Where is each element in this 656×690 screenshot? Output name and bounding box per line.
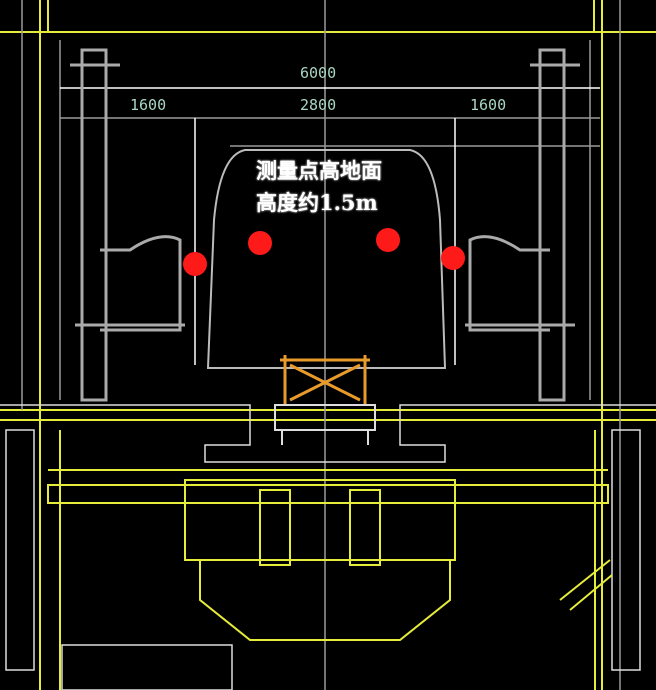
- dimension-middle: 2800: [300, 96, 336, 114]
- measurement-point: [441, 246, 465, 270]
- dimension-left: 1600: [130, 96, 166, 114]
- annotation-note: 测量点高地面 高度约1.5m: [256, 155, 382, 219]
- structure-lines: [21, 0, 621, 690]
- dimension-total: 6000: [300, 64, 336, 82]
- vehicle-outline: [206, 149, 447, 369]
- dimension-lines: [60, 87, 600, 365]
- measurement-point: [376, 228, 400, 252]
- under-structure: [47, 430, 613, 690]
- annotation-line-2: 高度约1.5m: [256, 190, 378, 215]
- measurement-point: [183, 252, 207, 276]
- dimension-right: 1600: [470, 96, 506, 114]
- pantograph: [280, 355, 370, 405]
- measurement-point: [248, 231, 272, 255]
- track-bed: [0, 404, 656, 690]
- catenary-poles: [70, 48, 580, 402]
- annotation-line-1: 测量点高地面: [256, 158, 382, 183]
- rail-seat: [274, 404, 376, 445]
- measurement-points: [183, 228, 465, 276]
